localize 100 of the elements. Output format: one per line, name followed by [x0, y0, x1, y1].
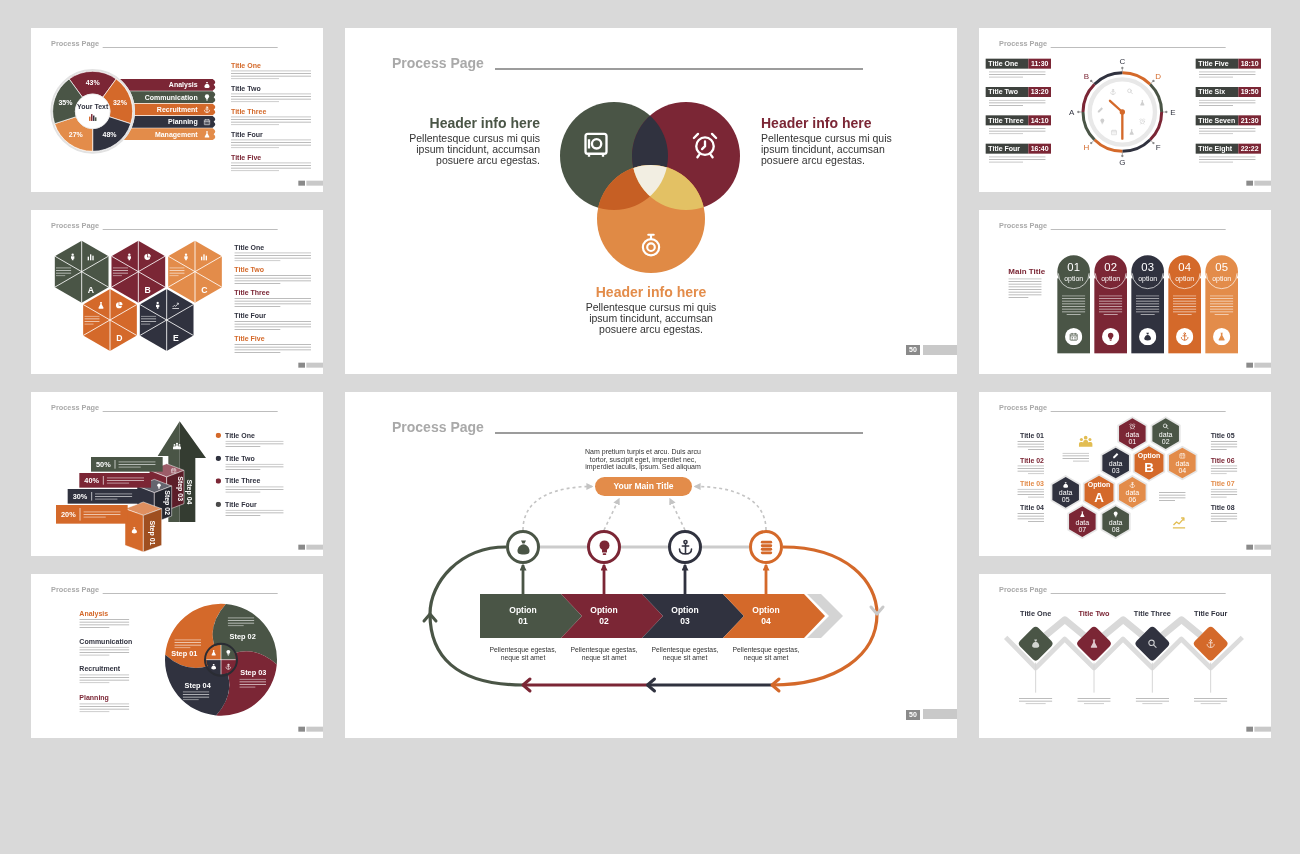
icon-circle [506, 530, 540, 564]
option-letter: A [1094, 489, 1104, 505]
callout-letter: F [1155, 143, 1161, 153]
hexagon-tile [54, 240, 109, 303]
icon-circle [587, 530, 621, 564]
title-tag [1195, 87, 1261, 97]
step-bar [79, 473, 151, 488]
option-label: Option 04 [751, 604, 781, 628]
option-number: 01 [1067, 260, 1080, 274]
option-card [1168, 255, 1201, 354]
chevron-step [642, 594, 744, 638]
slide-card [31, 210, 323, 374]
hex-letter: D [116, 333, 123, 344]
option-card [1094, 255, 1127, 354]
slide-card [979, 392, 1271, 556]
hexagon-tile [1100, 445, 1131, 481]
hexagon-tile [1100, 504, 1131, 539]
option-number: 05 [1215, 260, 1228, 274]
band-connector [1043, 616, 1087, 638]
title-tag [985, 87, 1051, 97]
dashed-arrow [669, 497, 686, 531]
arrow [681, 563, 689, 594]
body-text: Pellentesque cursus mi quis ipsum tincidunt, accumsan posuere arcu egestas. [761, 133, 893, 167]
icon-circle [749, 530, 783, 564]
option-card [1057, 255, 1090, 354]
hexagon-tile [1067, 504, 1098, 539]
slide-heading: Process Page [392, 55, 484, 72]
hexagon-tile [1117, 416, 1148, 451]
title-tag [1195, 143, 1261, 154]
title-tag [985, 143, 1051, 154]
option-card [1205, 255, 1238, 354]
arrow [762, 563, 770, 594]
arrow-block [157, 421, 207, 523]
dashed-arrow [603, 497, 620, 531]
option-label: Option 03 [670, 604, 700, 628]
title-tag [1195, 58, 1261, 69]
hex-letter: E [173, 333, 179, 344]
main-title: Main Title [1008, 266, 1046, 276]
title-label: Your Main Title [613, 481, 674, 492]
slide-card [31, 28, 323, 192]
option-number: 03 [1141, 260, 1154, 274]
step-bar [91, 457, 163, 472]
slide-card [31, 574, 323, 738]
hex-letter: C [201, 285, 208, 296]
option-number: 04 [1178, 260, 1191, 274]
hexagon-tile [1150, 416, 1181, 451]
header-text: Header info here [761, 115, 872, 132]
hexagon-tile [83, 289, 137, 351]
title-tag [985, 115, 1051, 126]
arrow [519, 563, 527, 594]
title-tag [985, 58, 1051, 69]
step-bar [67, 489, 140, 504]
hex-letter: B [144, 285, 151, 296]
slide-card [345, 28, 957, 374]
connector-line [621, 545, 668, 549]
hexagon-tile [1082, 473, 1115, 511]
callout-letter: D [1155, 71, 1162, 81]
option-label: Option 02 [589, 604, 619, 628]
slide-heading: Process Page [392, 419, 484, 436]
slide-card [345, 392, 957, 738]
hexagon-tile [1117, 475, 1148, 510]
connector-line [702, 545, 749, 549]
callout-letter: G [1119, 158, 1126, 168]
option-letter: B [1144, 460, 1154, 476]
step-bar [56, 505, 128, 524]
dashed-arrow [522, 483, 594, 531]
callout-letter: B [1083, 71, 1090, 81]
hexagon-tile [168, 240, 222, 303]
title-pill [595, 477, 692, 496]
dashed-arrow [693, 483, 767, 531]
title-tag [1195, 115, 1261, 126]
body-text: Pellentesque cursus mi quis ipsum tincidunt, accumsan posuere arcu egestas. [408, 133, 540, 167]
band-connector [1101, 616, 1145, 638]
header-text: Header info here [595, 284, 707, 301]
chevron-step [480, 594, 582, 638]
slide-card [979, 210, 1271, 374]
callout-letter: A [1069, 107, 1075, 117]
chevron-step [723, 594, 825, 638]
callout-letter: C [1119, 56, 1126, 66]
icon-circle [668, 530, 702, 564]
slide-card [979, 574, 1271, 738]
option-card [1131, 255, 1164, 354]
band-connector [1160, 616, 1203, 638]
step-cube [124, 501, 162, 553]
callout-letter: E [1170, 107, 1176, 117]
chevron-step [561, 594, 663, 638]
hex-letter: A [87, 285, 95, 296]
header-text: Header info here [429, 115, 540, 132]
callout-letter: H [1083, 143, 1090, 153]
body-text: Pellentesque cursus mi quis ipsum tincidunt, accumsan posuere arcu egestas. [584, 302, 718, 336]
hexagon-tile [1167, 445, 1198, 481]
hexagon-tile [139, 289, 194, 351]
hexagon-tile [1132, 444, 1165, 482]
slide-card [31, 392, 323, 556]
arrow [600, 563, 608, 594]
pie-segment [92, 116, 132, 152]
option-label: Option 01 [508, 604, 538, 628]
slide-card [979, 28, 1271, 192]
option-number: 02 [1104, 260, 1117, 274]
hexagon-tile [1050, 475, 1081, 510]
